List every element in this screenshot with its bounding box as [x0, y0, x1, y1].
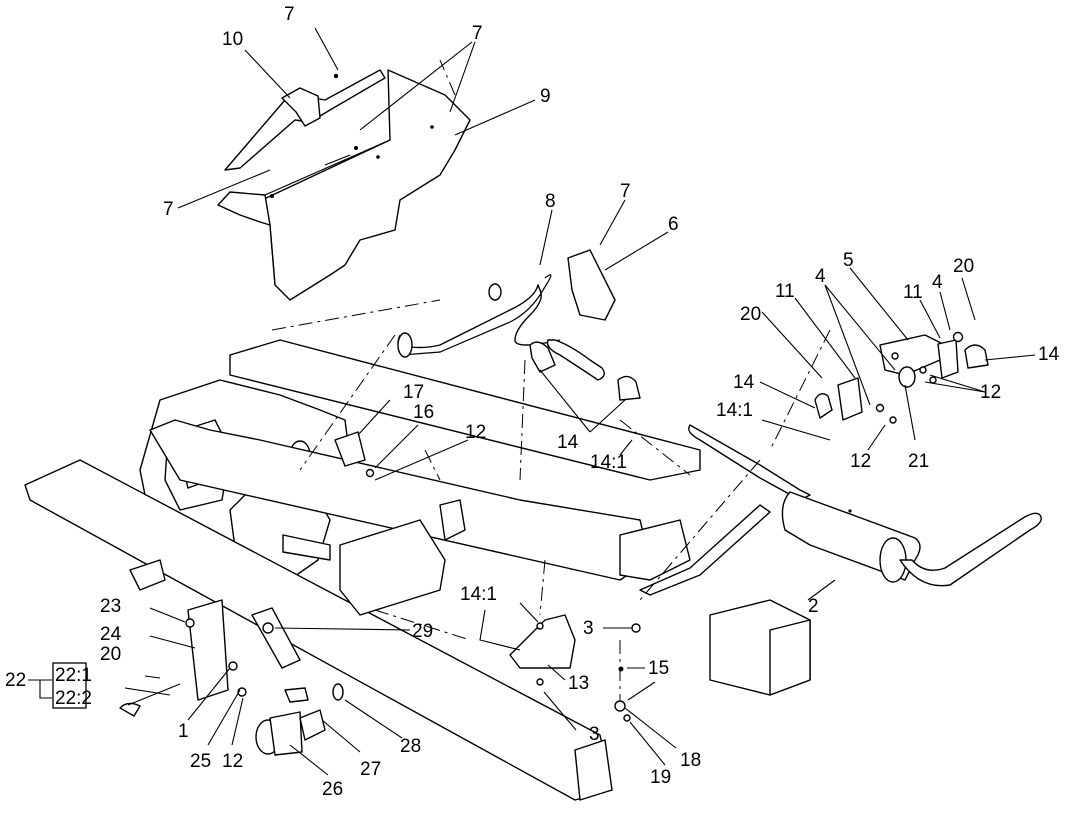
- main-frame: [24, 339, 701, 801]
- callout-7: 7: [620, 181, 631, 202]
- callout-2: 2: [808, 596, 819, 617]
- callout-24: 24: [100, 624, 122, 645]
- callout-14: 14: [557, 432, 579, 453]
- callout-12: 12: [222, 751, 243, 772]
- callout-1: 1: [178, 721, 189, 742]
- callout-labels: 7 10 7 9 7 8 7 6 5 4 4 20 11 11 20 14 14…: [5, 4, 1060, 800]
- callout-8: 8: [545, 191, 556, 212]
- exhaust-clamp-middle: [529, 341, 641, 440]
- callout-20: 20: [740, 304, 761, 325]
- callout-11: 11: [903, 282, 923, 303]
- callout-13: 13: [568, 673, 589, 694]
- callout-17: 17: [403, 382, 424, 403]
- callout-3: 3: [583, 618, 594, 639]
- exhaust-clamp-right: [814, 344, 989, 419]
- callout-25: 25: [190, 751, 211, 772]
- callout-14: 14: [733, 372, 755, 393]
- heat-shield: [217, 69, 471, 301]
- callout-20: 20: [953, 256, 974, 277]
- callout-12: 12: [850, 451, 871, 472]
- frame-end-cap: [769, 619, 811, 696]
- hitch-assembly: [255, 683, 344, 756]
- callout-29: 29: [412, 621, 433, 642]
- callout-26: 26: [322, 779, 343, 800]
- callout-23: 23: [100, 596, 121, 617]
- callout-3: 3: [589, 724, 600, 745]
- callout-4: 4: [932, 272, 943, 293]
- exhaust-pipe: [397, 274, 605, 381]
- callout-27: 27: [360, 759, 381, 780]
- callout-7: 7: [284, 4, 295, 25]
- callout-4: 4: [815, 266, 826, 287]
- callout-12: 12: [465, 422, 486, 443]
- shield-bracket: [224, 69, 386, 171]
- callout-5: 5: [843, 250, 854, 271]
- callout-22-1: 22:1: [55, 665, 92, 686]
- callout-19: 19: [650, 767, 671, 788]
- callout-18: 18: [680, 750, 701, 771]
- support-bracket: [509, 614, 576, 669]
- callout-7: 7: [472, 23, 483, 44]
- callout-14-1: 14:1: [460, 584, 497, 605]
- callout-12: 12: [980, 382, 1001, 403]
- callout-22-2: 22:2: [55, 688, 92, 709]
- callout-10: 10: [222, 29, 243, 50]
- callout-21: 21: [908, 451, 929, 472]
- muffler: [688, 424, 1042, 587]
- muffler-strap: [639, 504, 771, 596]
- callout-6: 6: [668, 214, 679, 235]
- callout-9: 9: [540, 86, 551, 107]
- callout-11: 11: [775, 281, 795, 302]
- hinge-bracket: [251, 607, 301, 669]
- callout-20: 20: [100, 644, 121, 665]
- sub-item-bracket: [28, 662, 87, 709]
- callout-16: 16: [413, 402, 434, 423]
- callout-14-1: 14:1: [716, 400, 753, 421]
- leader-lines: [124, 27, 1036, 776]
- callout-15: 15: [648, 658, 669, 679]
- callout-22: 22: [5, 670, 26, 691]
- callout-28: 28: [400, 736, 421, 757]
- callout-7: 7: [163, 199, 174, 220]
- pipe-guard: [567, 249, 616, 321]
- callout-14: 14: [1038, 344, 1060, 365]
- mount-plate: [187, 599, 229, 701]
- callout-14-1: 14:1: [590, 452, 627, 473]
- assembly-lines: [271, 59, 831, 700]
- tail-bracket: [837, 331, 964, 424]
